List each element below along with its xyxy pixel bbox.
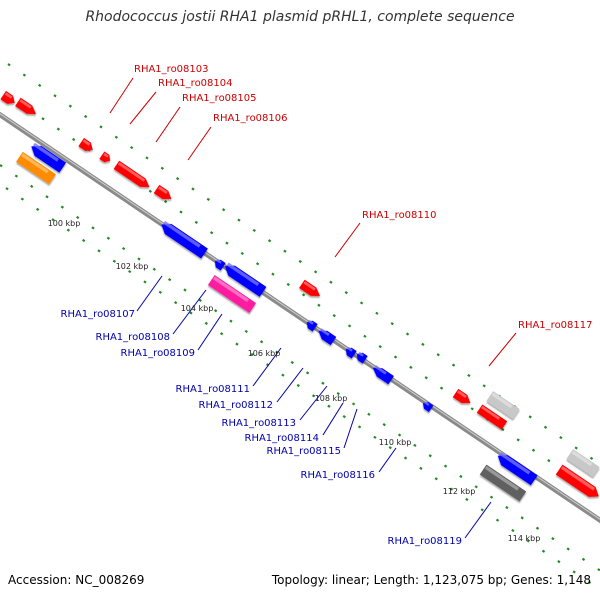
- gene-feature-26: [479, 464, 527, 502]
- gene-feature-6: [153, 184, 172, 200]
- scale-tick-label-8: 114 kbp: [508, 534, 541, 543]
- gene-label-reverse-2: RHA1_ro08108: [96, 332, 171, 343]
- gene-label-reverse-3: RHA1_ro08109: [121, 348, 196, 359]
- gene-label-forward-4: RHA1_ro08106: [213, 113, 288, 124]
- gene-feature-7: [299, 279, 321, 297]
- scale-tick-label-7: 112 kbp: [443, 487, 476, 496]
- gene-label-reverse-8-leader: [343, 408, 358, 449]
- gene-label-reverse-1: RHA1_ro08107: [61, 309, 136, 320]
- gene-feature-5: [113, 160, 150, 188]
- gene-label-reverse-3-leader: [197, 313, 223, 351]
- gene-label-forward-1-leader: [109, 77, 134, 114]
- gene-label-reverse-5: RHA1_ro08112: [199, 400, 274, 411]
- gene-label-reverse-6-leader: [299, 385, 328, 421]
- gene-feature-23: [207, 275, 257, 313]
- gene-label-forward-6: RHA1_ro08117: [518, 320, 593, 331]
- gene-feature-20: [422, 401, 434, 413]
- gene-feature-25: [566, 449, 600, 477]
- gene-label-reverse-1-leader: [136, 275, 163, 312]
- gene-label-reverse-9: RHA1_ro08116: [301, 470, 376, 481]
- scale-ticks: 100 kbp 102 kbp 104 kbp 106 kbp 108 kbp 110 k…: [48, 219, 541, 543]
- gene-feature-21: [497, 452, 538, 486]
- gene-label-reverse-7-leader: [322, 402, 344, 436]
- gene-feature-4: [99, 151, 111, 163]
- gene-label-reverse-10-leader: [464, 501, 492, 539]
- gene-label-reverse-7: RHA1_ro08114: [245, 433, 320, 444]
- accession-text: Accession: NC_008269: [8, 573, 145, 587]
- gene-feature-3: [78, 137, 93, 151]
- gene-label-forward-1: RHA1_ro08103: [134, 64, 209, 75]
- sequence-summary: Topology: linear; Length: 1,123,075 bp; …: [271, 573, 591, 587]
- gene-feature-9: [476, 404, 508, 430]
- scale-tick-label-3: 104 kbp: [181, 304, 214, 313]
- gene-label-reverse-8: RHA1_ro08115: [267, 446, 342, 457]
- gene-label-forward-4-leader: [187, 126, 212, 161]
- scale-tick-label-4: 106 kbp: [248, 349, 281, 358]
- gene-label-forward-3-leader: [155, 106, 181, 143]
- gene-label-forward-6-leader: [488, 332, 517, 367]
- gene-feature-10: [555, 464, 599, 497]
- map-title: Rhodococcus jostii RHA1 plasmid pRHL1, c…: [85, 9, 515, 25]
- gene-feature-12: [161, 220, 208, 259]
- gene-label-reverse-9-leader: [378, 447, 397, 473]
- gene-label-forward-5: RHA1_ro08110: [362, 210, 437, 221]
- gene-feature-1: [0, 90, 15, 104]
- gene-label-reverse-6: RHA1_ro08113: [222, 418, 297, 429]
- gene-feature-18: [356, 351, 368, 364]
- gene-label-forward-5-leader: [334, 222, 361, 258]
- gene-label-forward-2: RHA1_ro08104: [158, 78, 233, 89]
- scale-tick-label-1: 100 kbp: [48, 219, 81, 228]
- gene-feature-16: [318, 328, 337, 346]
- gene-feature-24: [486, 391, 520, 419]
- gene-label-reverse-4: RHA1_ro08111: [176, 384, 251, 395]
- gene-label-reverse-5-leader: [276, 367, 304, 403]
- gene-label-forward-3: RHA1_ro08105: [182, 93, 257, 104]
- gene-feature-14: [224, 262, 267, 297]
- dotted-guide-lines: [0, 63, 600, 591]
- gene-label-reverse-10: RHA1_ro08119: [388, 536, 463, 547]
- gene-feature-17: [345, 346, 357, 359]
- gene-label-reverse-2-leader: [172, 289, 207, 335]
- gene-feature-11: [31, 142, 67, 173]
- scale-tick-label-6: 110 kbp: [379, 438, 412, 447]
- gene-features: [0, 90, 600, 502]
- scale-tick-label-5: 108 kbp: [315, 394, 348, 403]
- dotted-guide-line-3: [0, 164, 600, 572]
- scale-tick-label-2: 102 kbp: [116, 262, 149, 271]
- gene-feature-2: [15, 97, 37, 115]
- dotted-guide-line-4: [5, 187, 600, 591]
- gene-label-leaders: RHA1_ro08103RHA1_ro08104RHA1_ro08105RHA1…: [61, 64, 593, 547]
- gene-label-forward-2-leader: [129, 91, 157, 125]
- gene-feature-8: [452, 388, 471, 404]
- gene-feature-13: [214, 258, 226, 271]
- gene-feature-15: [306, 319, 318, 332]
- gene-label-reverse-4-leader: [252, 347, 282, 387]
- gene-feature-22: [16, 151, 56, 185]
- gene-feature-19: [372, 365, 394, 385]
